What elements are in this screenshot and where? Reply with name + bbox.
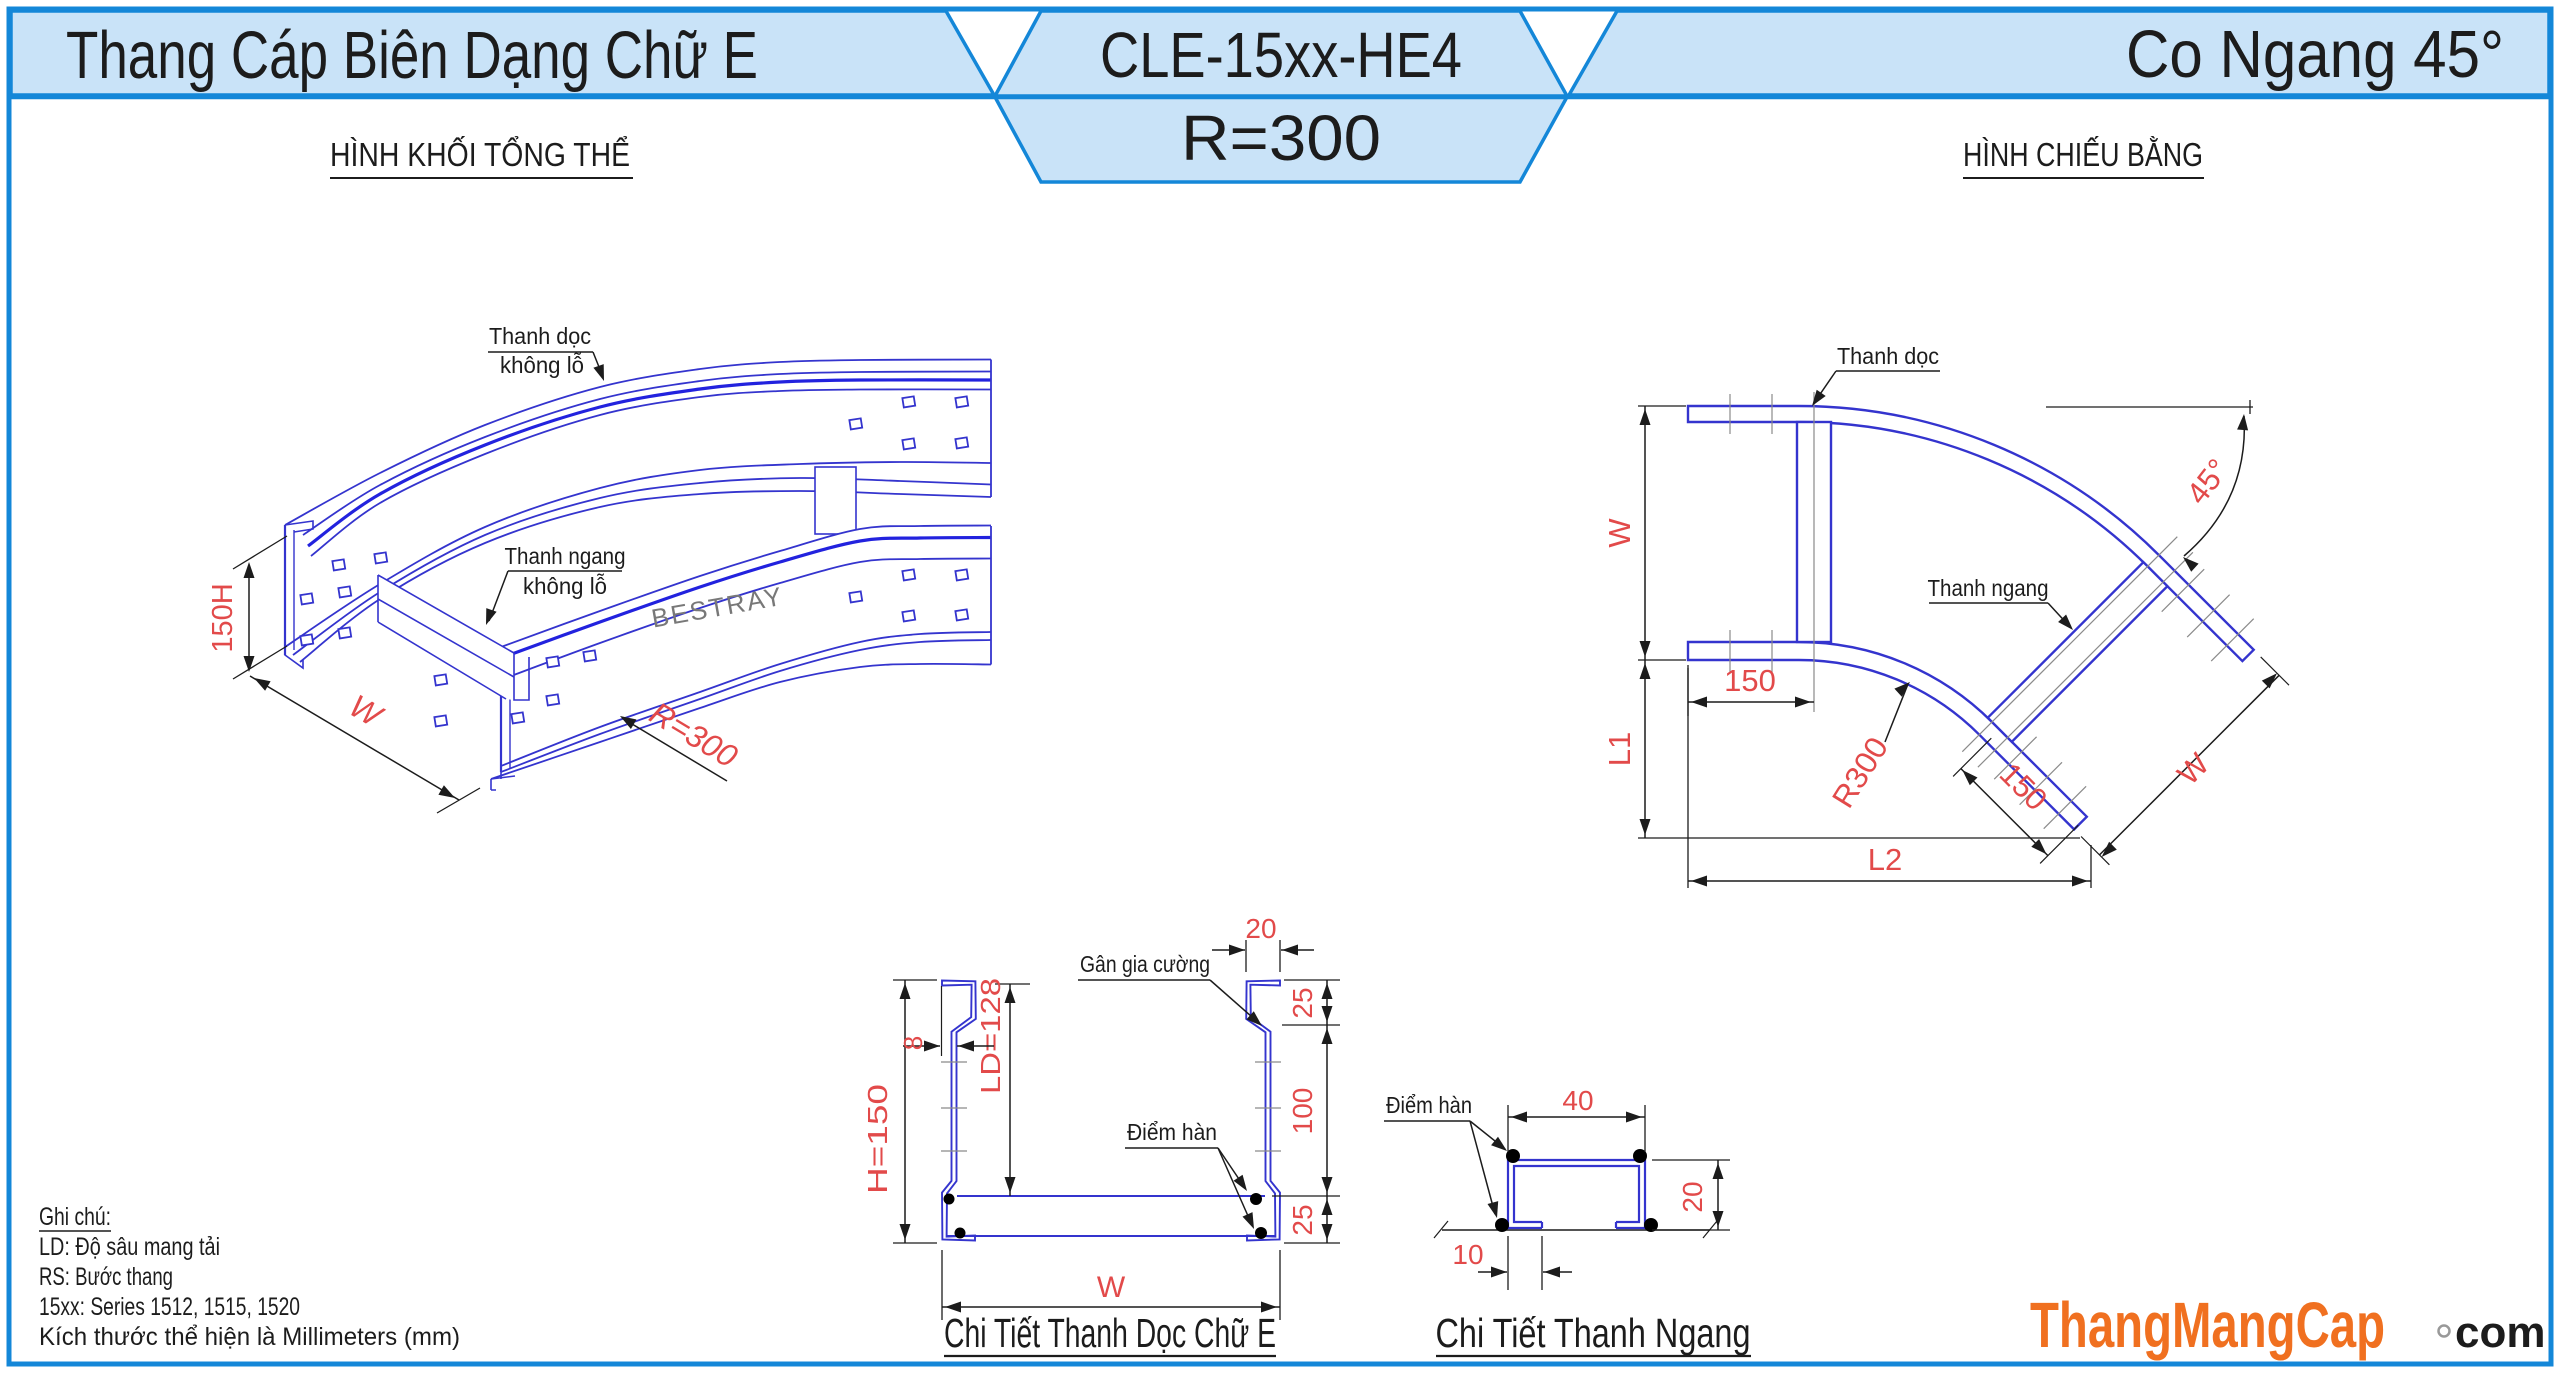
svg-text:Chi Tiết Thanh Dọc Chữ E: Chi Tiết Thanh Dọc Chữ E [944, 1310, 1276, 1356]
svg-text:Thanh ngang: Thanh ngang [505, 543, 626, 569]
svg-text:L2: L2 [1868, 842, 1902, 877]
svg-text:Thang Cáp Biên Dạng Chữ E: Thang Cáp Biên Dạng Chữ E [66, 18, 758, 93]
svg-text:Thanh dọc: Thanh dọc [489, 323, 591, 349]
svg-text:L1: L1 [1602, 732, 1637, 766]
svg-text:8: 8 [898, 1036, 928, 1050]
svg-text:Điểm hàn: Điểm hàn [1386, 1092, 1472, 1118]
svg-text:Thanh ngang: Thanh ngang [1928, 575, 2049, 601]
svg-text:150: 150 [1993, 756, 2054, 817]
svg-text:W: W [343, 687, 390, 735]
svg-text:20: 20 [1245, 913, 1276, 944]
svg-text:Co Ngang 45°: Co Ngang 45° [2126, 17, 2504, 92]
svg-text:25: 25 [1287, 1204, 1318, 1235]
svg-text:15xx: Series 1512, 1515, 1520: 15xx: Series 1512, 1515, 1520 [39, 1293, 300, 1321]
svg-text:20: 20 [1677, 1181, 1708, 1212]
svg-text:R=300: R=300 [1181, 102, 1381, 174]
svg-text:10: 10 [1452, 1239, 1483, 1270]
svg-text:40: 40 [1562, 1085, 1593, 1116]
svg-text:Chi Tiết Thanh Ngang: Chi Tiết Thanh Ngang [1436, 1310, 1751, 1356]
svg-text:RS: Bước thang: RS: Bước thang [39, 1263, 173, 1291]
svg-text:ThangMangCap: ThangMangCap [2030, 1289, 2385, 1361]
svg-text:150: 150 [1724, 663, 1776, 698]
svg-text:H=150: H=150 [862, 1084, 893, 1194]
svg-text:Gân gia cường: Gân gia cường [1080, 951, 1210, 977]
svg-text:HÌNH CHIẾU BẰNG: HÌNH CHIẾU BẰNG [1963, 136, 2203, 173]
svg-text:W: W [1602, 518, 1637, 548]
svg-text:LD=128: LD=128 [975, 978, 1006, 1094]
svg-text:150H: 150H [207, 583, 239, 652]
svg-text:W: W [1097, 1271, 1126, 1304]
svg-text:Điểm hàn: Điểm hàn [1127, 1119, 1217, 1145]
svg-text:W: W [2170, 746, 2216, 792]
svg-text:Ghi chú:: Ghi chú: [39, 1203, 111, 1231]
svg-text:Kích thước thể hiện là Millime: Kích thước thể hiện là Millimeters (mm) [39, 1323, 460, 1351]
svg-text:25: 25 [1287, 987, 1318, 1018]
svg-text:100: 100 [1287, 1088, 1318, 1135]
svg-text:CLE-15xx-HE4: CLE-15xx-HE4 [1100, 19, 1462, 91]
svg-text:HÌNH KHỐI TỔNG THỂ: HÌNH KHỐI TỔNG THỂ [330, 135, 630, 173]
svg-text:LD: Độ sâu mang tải: LD: Độ sâu mang tải [39, 1233, 220, 1261]
svg-text:không lỗ: không lỗ [500, 352, 584, 378]
svg-text:R300: R300 [1825, 731, 1895, 814]
svg-text:Thanh dọc: Thanh dọc [1837, 343, 1939, 369]
svg-text:com: com [2455, 1308, 2545, 1357]
svg-text:không lỗ: không lỗ [523, 573, 607, 599]
